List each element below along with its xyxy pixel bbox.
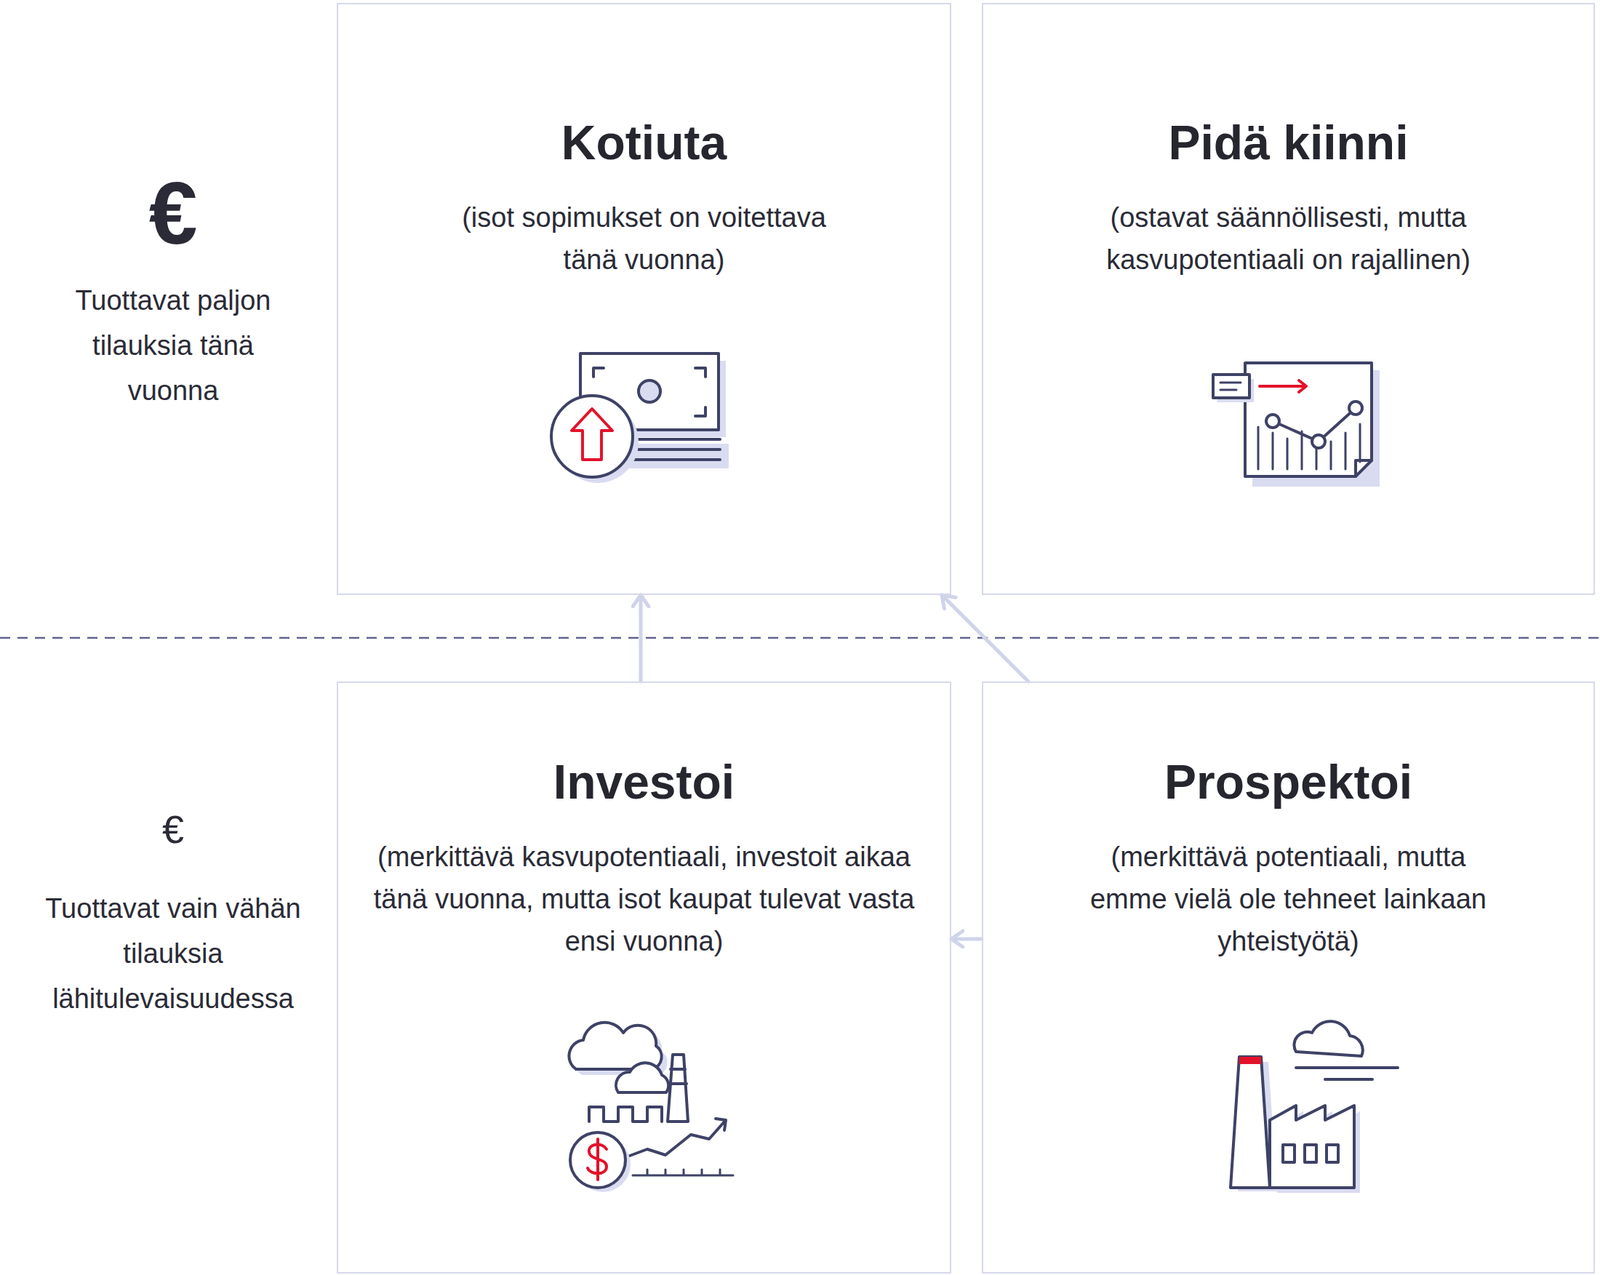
icon-stroke — [667, 1054, 688, 1122]
icon-stroke — [589, 1106, 662, 1122]
icon-stroke — [1245, 362, 1372, 477]
quadrant-description: (isot sopimukset on voitettava tänä vuon… — [455, 196, 834, 281]
quadrant-box: Kotiuta (isot sopimukset on voitettava tä… — [336, 2, 952, 595]
quadrant-box: Pidä kiinni (ostavat säännöllisesti, mutt… — [981, 2, 1595, 595]
quadrant-title: Pidä kiinni — [1168, 113, 1408, 172]
icon-stroke — [1312, 434, 1326, 448]
axis-label: Tuottavat vain vähän tilauksia lähitulev… — [24, 885, 323, 1022]
icon-stroke — [618, 1118, 726, 1160]
axis-label: Tuottavat paljon tilauksia tänä vuonna — [49, 277, 297, 414]
divider-line — [0, 637, 1600, 640]
icon-stroke — [1355, 460, 1372, 477]
icon-stroke — [1296, 1067, 1398, 1080]
quadrant-box: Prospektoi (merkittävä potentiaali, mutta… — [981, 681, 1595, 1274]
icon-stroke — [1220, 382, 1241, 390]
icon-stroke — [570, 1132, 626, 1188]
quadrant-title: Investoi — [553, 752, 735, 811]
flow-arrow — [951, 937, 982, 942]
icon-stroke — [587, 1138, 607, 1180]
euro-symbol: € — [64, 165, 283, 261]
icon-stroke — [622, 443, 729, 469]
factory-icon — [1230, 1021, 1398, 1193]
icon-stroke — [1293, 1021, 1363, 1056]
quadrant-description: (merkittävä potentiaali, mutta emme viel… — [1085, 835, 1493, 963]
icon-stroke — [1213, 374, 1250, 398]
money-icon — [551, 353, 729, 483]
icon-stroke — [1239, 1056, 1262, 1064]
investment-icon — [568, 1022, 734, 1192]
quadrant-title: Prospektoi — [1164, 752, 1413, 811]
icon-stroke — [1230, 1056, 1270, 1188]
icon-stroke — [571, 408, 613, 460]
euro-symbol: € — [100, 805, 246, 853]
icon-stroke — [1266, 414, 1280, 428]
icon-stroke — [1282, 1144, 1295, 1163]
icon-stroke — [1269, 1105, 1355, 1188]
icon-stroke — [1349, 401, 1363, 415]
quadrant-description: (merkittävä kasvupotentiaali, investoit … — [357, 835, 932, 963]
icon-stroke — [669, 1069, 687, 1084]
icon-stroke — [1258, 424, 1360, 470]
flow-arrow — [639, 594, 643, 682]
icon-stroke — [1326, 1144, 1339, 1163]
chart-icon — [1213, 362, 1380, 487]
icon-stroke — [551, 395, 633, 478]
icon-stroke — [632, 1169, 734, 1176]
quadrant-box: Investoi (merkittävä kasvupotentiaali, in… — [336, 681, 952, 1274]
quadrant-description: (ostavat säännöllisesti, mutta kasvupote… — [1034, 196, 1544, 281]
icon-stroke — [1304, 1144, 1317, 1163]
icon-stroke — [1259, 380, 1307, 392]
icon-stroke — [616, 1062, 669, 1093]
flow-arrow — [941, 594, 1029, 682]
icon-stroke — [638, 380, 661, 403]
quadrant-title: Kotiuta — [561, 113, 727, 172]
